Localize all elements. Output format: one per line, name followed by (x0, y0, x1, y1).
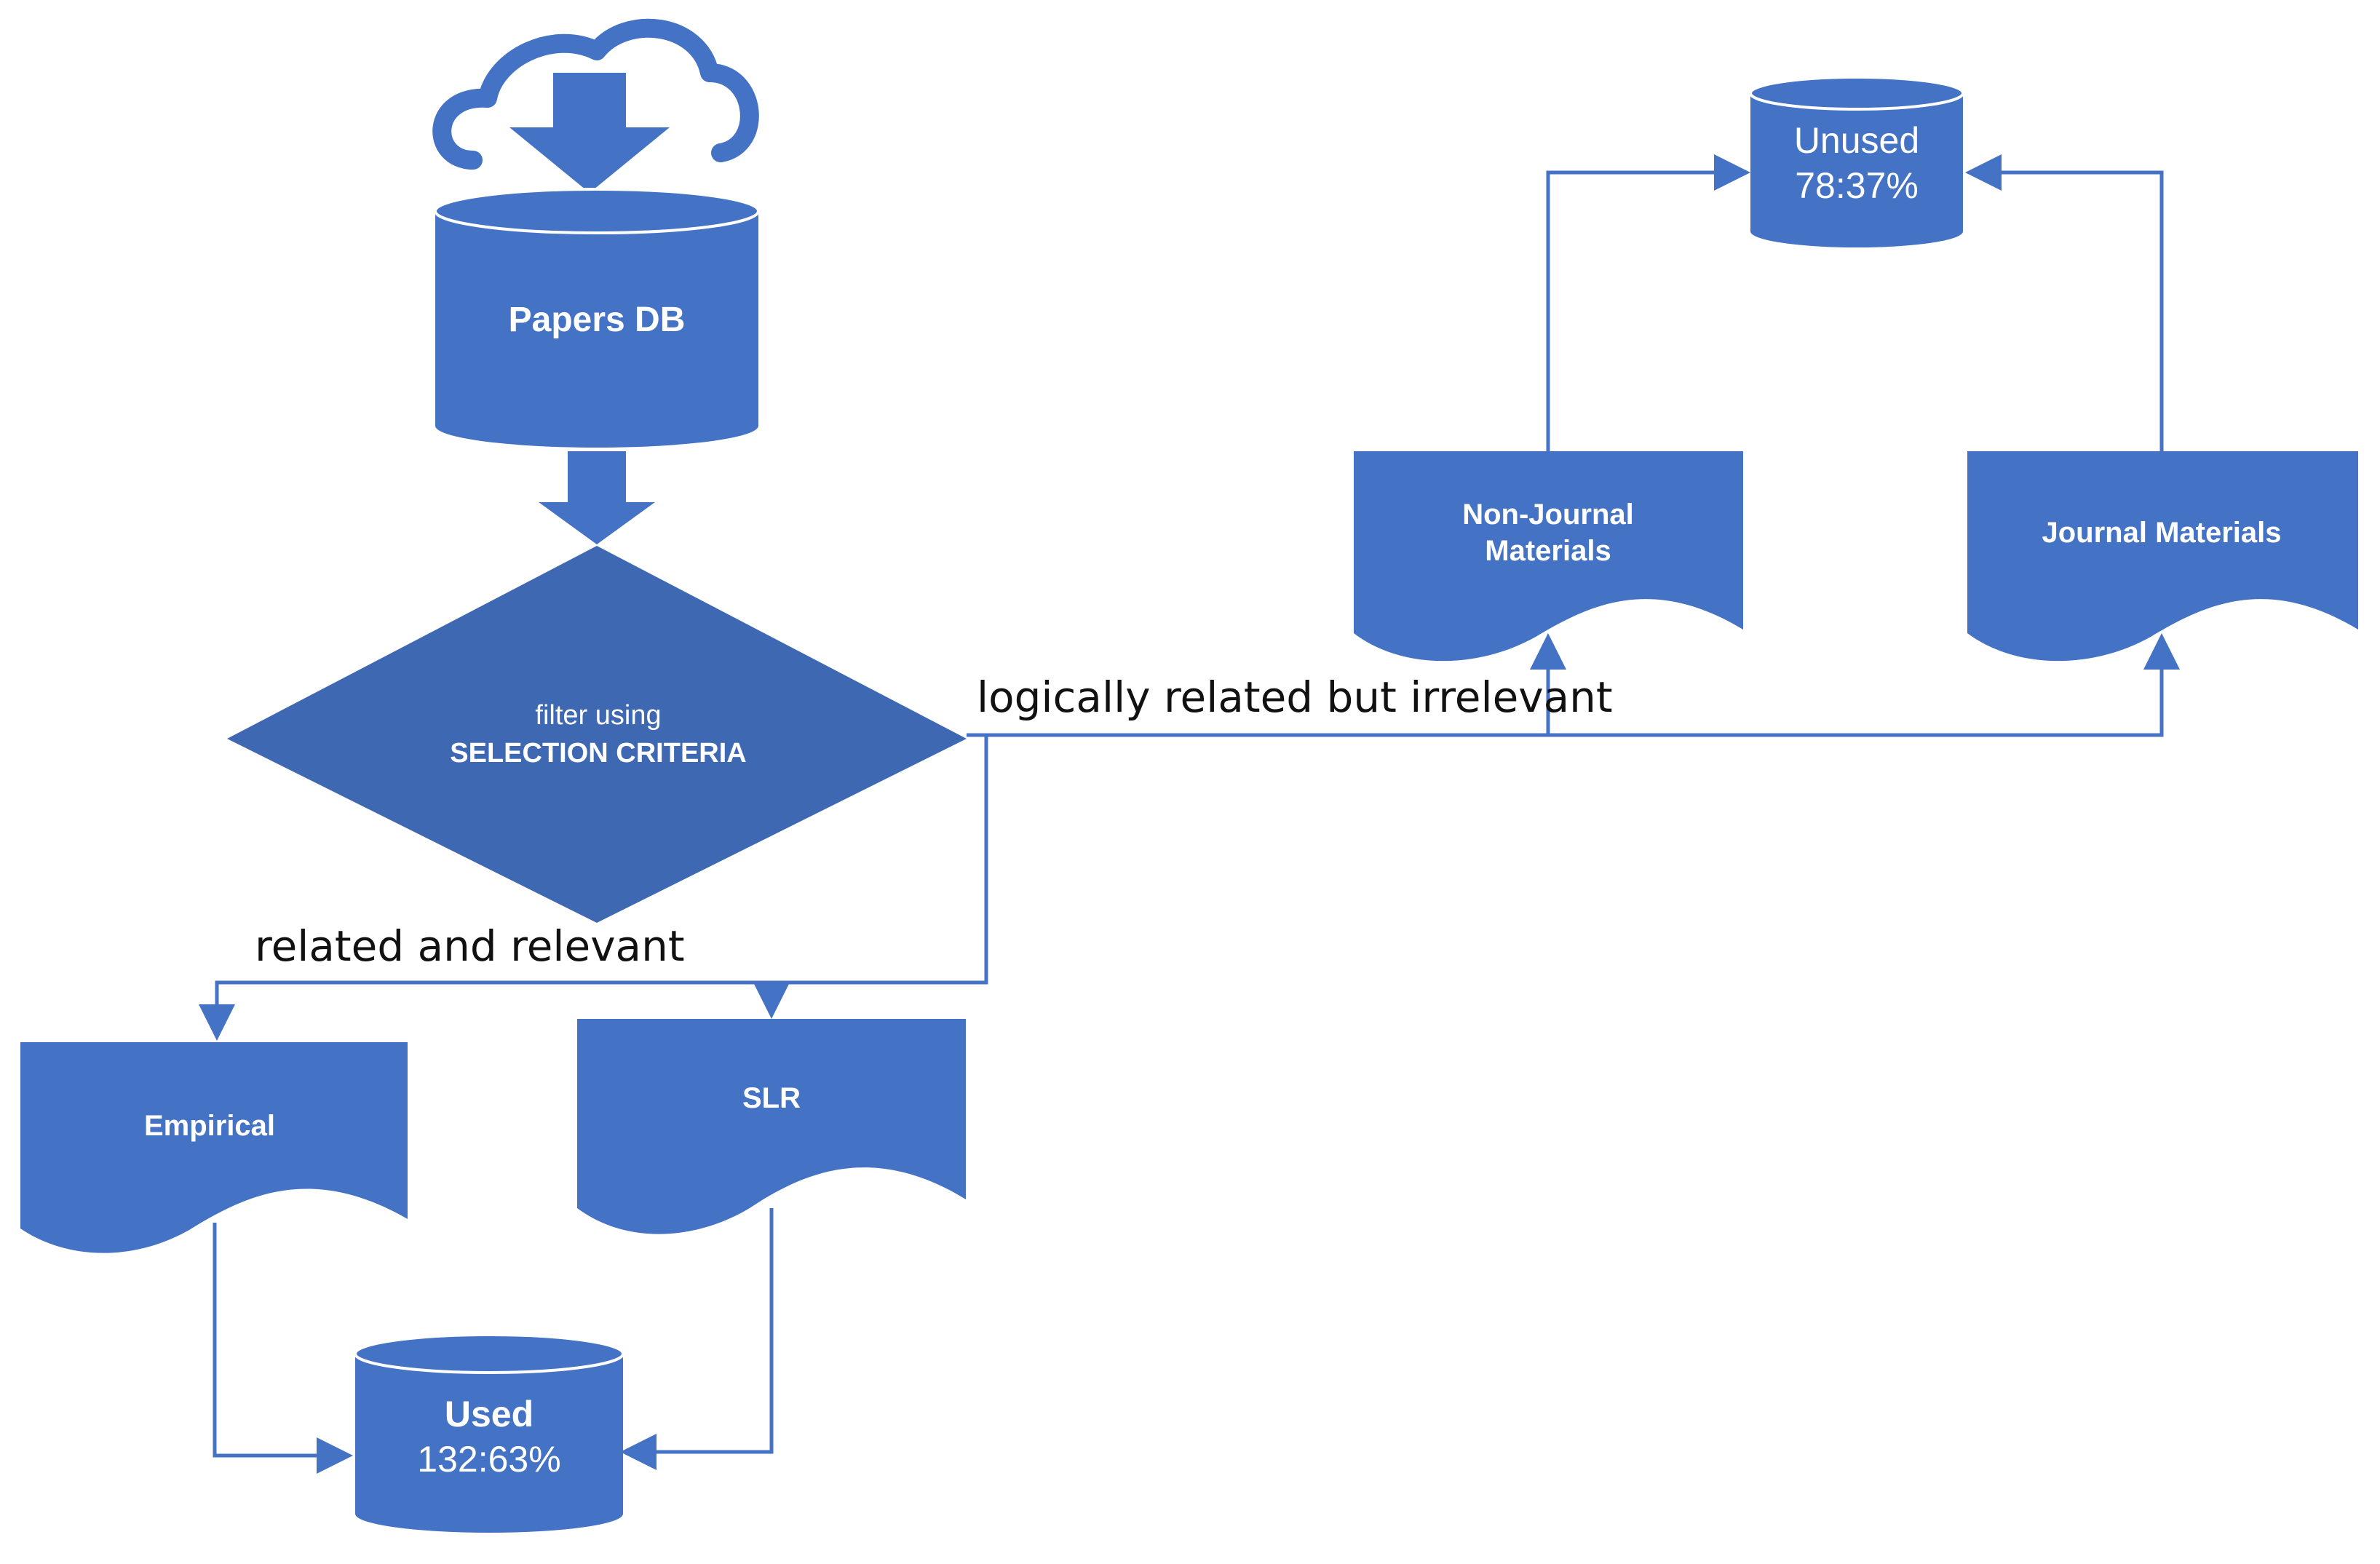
relevant-connectors (199, 735, 988, 1041)
non-journal-label-line1: Non-Journal (1462, 499, 1634, 531)
unused-connectors (1546, 154, 2164, 451)
selection-criteria-diamond: filter using SELECTION CRITERIA (227, 546, 967, 923)
relevant-edge-label: related and relevant (255, 921, 685, 971)
used-label-line2: 132:63% (417, 1439, 560, 1480)
irrelevant-connectors (967, 633, 2180, 737)
used-label-line1: Used (445, 1394, 533, 1434)
irrelevant-edge-label: logically related but irrelevant (977, 672, 1613, 722)
empirical-label: Empirical (144, 1110, 275, 1142)
journal-label: Journal Materials (2042, 517, 2281, 549)
non-journal-label-line2: Materials (1485, 535, 1611, 567)
filter-label-line1: filter using (535, 700, 661, 731)
unused-label-line1: Unused (1794, 120, 1919, 161)
unused-label-line2: 78:37% (1795, 165, 1919, 206)
journal-document: Journal Materials (1967, 451, 2358, 662)
thick-arrow-down (539, 451, 655, 544)
slr-document: SLR (577, 1019, 966, 1234)
cloud-download-icon (432, 18, 759, 193)
non-journal-document: Non-Journal Materials (1354, 451, 1743, 662)
used-cylinder: Used 132:63% (354, 1333, 624, 1533)
papers-db-label: Papers DB (509, 301, 686, 339)
slr-label: SLR (742, 1082, 801, 1114)
papers-db-cylinder: Papers DB (434, 188, 760, 448)
unused-cylinder: Unused 78:37% (1749, 76, 1964, 247)
empirical-document: Empirical (20, 1042, 408, 1253)
filter-label-line2: SELECTION CRITERIA (450, 738, 746, 769)
used-connectors (213, 1208, 774, 1474)
